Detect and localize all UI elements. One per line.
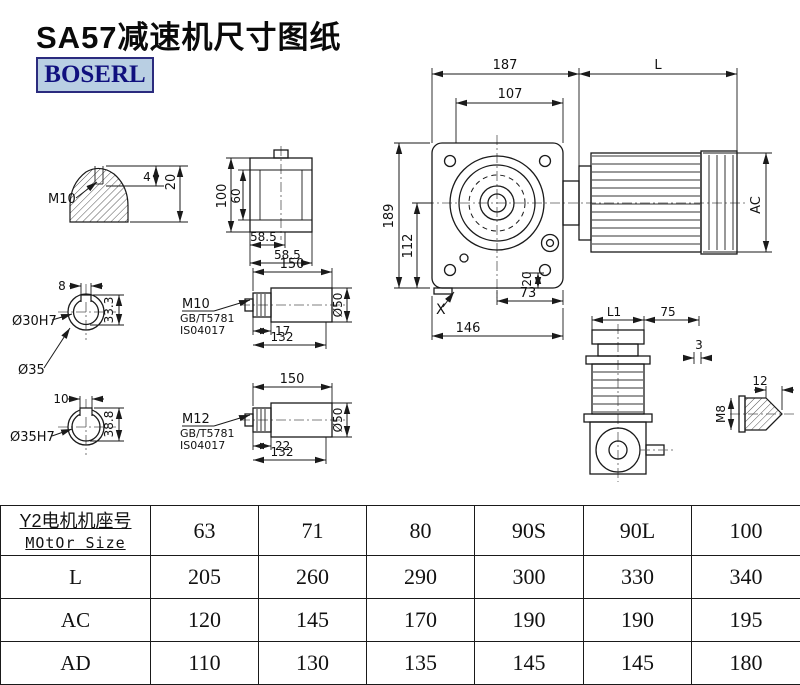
cell-AD: 180	[692, 642, 800, 685]
cell-L: 330	[584, 556, 692, 599]
dimension-table: Y2电机机座号 MOtOr Size 63 71 80 90S 90L 100 …	[0, 505, 800, 685]
shaft1-std-iso: IS04017	[180, 324, 225, 337]
main-dim-107: 107	[498, 87, 523, 102]
key-dim-4: 4	[143, 170, 151, 184]
view-gearbox-side: L1 75 3	[584, 305, 712, 482]
motor-size-label-cn: Y2电机机座号	[1, 509, 150, 533]
cell-AC: 170	[367, 599, 475, 642]
side-dim-3: 3	[695, 338, 703, 352]
view-bore-section-1: 8 Ø30H7 33.3 Ø35	[12, 279, 124, 378]
cell-AC: 145	[259, 599, 367, 642]
table-row-L: L 205 260 290 300 330 340	[1, 556, 800, 599]
cell-L: 260	[259, 556, 367, 599]
cell-AD: 135	[367, 642, 475, 685]
flange-dim-585a: 58.5	[250, 230, 277, 244]
shaft2-std-iso: IS04017	[180, 439, 225, 452]
view-flange-top: 100 60 58.5 58.5	[215, 146, 312, 266]
shaft2-dim-d50: Ø50	[331, 408, 345, 433]
main-dim-73: 73	[520, 286, 537, 301]
bore2-dim-388: 38.8	[102, 411, 116, 438]
shaft1-dim-150: 150	[280, 257, 305, 272]
cell-AD: 110	[151, 642, 259, 685]
shaft1-dim-132: 132	[271, 330, 294, 344]
shaft2-thread-label: M12	[182, 412, 210, 427]
motor-size-value: 80	[367, 506, 475, 556]
main-dim-189: 189	[382, 204, 397, 229]
cell-AC: 120	[151, 599, 259, 642]
main-dim-L: L	[654, 58, 662, 73]
bore1-dia-label: Ø30H7	[12, 314, 57, 329]
view-gearbox-front: 187 L 107 189 112 20 73 146	[382, 58, 772, 340]
main-dim-187: 187	[493, 58, 518, 73]
cell-L: 340	[692, 556, 800, 599]
bore1-od-label: Ø35	[18, 363, 45, 378]
bore2-dia-label: Ø35H7	[10, 430, 55, 445]
shaft1-thread-label: M10	[182, 297, 210, 312]
cell-AC: 190	[584, 599, 692, 642]
main-dim-112: 112	[401, 234, 416, 259]
main-dim-20: 20	[520, 271, 534, 286]
table-row-AC: AC 120 145 170 190 190 195	[1, 599, 800, 642]
row-label-AC: AC	[1, 599, 151, 642]
cell-L: 300	[475, 556, 584, 599]
side-dim-L1: L1	[607, 305, 621, 319]
main-dim-AC: AC	[749, 196, 764, 214]
detail-dim-12: 12	[752, 374, 767, 388]
bore1-dim-8: 8	[58, 279, 66, 293]
cell-AC: 195	[692, 599, 800, 642]
shaft2-dim-150: 150	[280, 372, 305, 387]
shaft1-dim-d50: Ø50	[331, 293, 345, 318]
motor-size-value: 90L	[584, 506, 692, 556]
motor-size-value: 63	[151, 506, 259, 556]
motor-size-value: 90S	[475, 506, 584, 556]
view-bore-section-2: 10 Ø35H7 38.8	[10, 392, 124, 455]
technical-drawing: M10 4 20 100 60	[0, 0, 800, 507]
flange-dim-100: 100	[215, 184, 230, 209]
view-thread-detail: 12 M8	[714, 374, 794, 432]
motor-size-value: 71	[259, 506, 367, 556]
bore1-dim-333: 33.3	[102, 297, 116, 324]
cell-L: 290	[367, 556, 475, 599]
bore2-dim-10: 10	[53, 392, 68, 406]
row-label-AD: AD	[1, 642, 151, 685]
motor-size-value: 100	[692, 506, 800, 556]
main-dim-146: 146	[456, 321, 481, 336]
cell-AD: 145	[584, 642, 692, 685]
cell-AD: 130	[259, 642, 367, 685]
table-row-AD: AD 110 130 135 145 145 180	[1, 642, 800, 685]
key-m10-label: M10	[48, 192, 76, 207]
main-view-x-label: X	[436, 302, 446, 318]
cell-AC: 190	[475, 599, 584, 642]
cell-AD: 145	[475, 642, 584, 685]
motor-size-label-en: MOtOr Size	[1, 533, 150, 553]
row-label-L: L	[1, 556, 151, 599]
cell-L: 205	[151, 556, 259, 599]
key-dim-20: 20	[164, 174, 179, 191]
detail-dim-M8: M8	[714, 405, 728, 423]
view-key-section: M10 4 20	[48, 166, 188, 222]
view-shaft-kit-1: 150 M10 GB/T5781 IS04017 17 132 Ø50	[180, 257, 352, 349]
table-header-row: Y2电机机座号 MOtOr Size 63 71 80 90S 90L 100	[1, 506, 800, 556]
flange-dim-60: 60	[229, 188, 243, 203]
motor-size-header-cell: Y2电机机座号 MOtOr Size	[1, 506, 151, 556]
side-dim-75: 75	[660, 305, 675, 319]
view-shaft-kit-2: 150 M12 GB/T5781 IS04017 22 132 Ø50	[180, 372, 352, 464]
shaft2-dim-132: 132	[271, 445, 294, 459]
